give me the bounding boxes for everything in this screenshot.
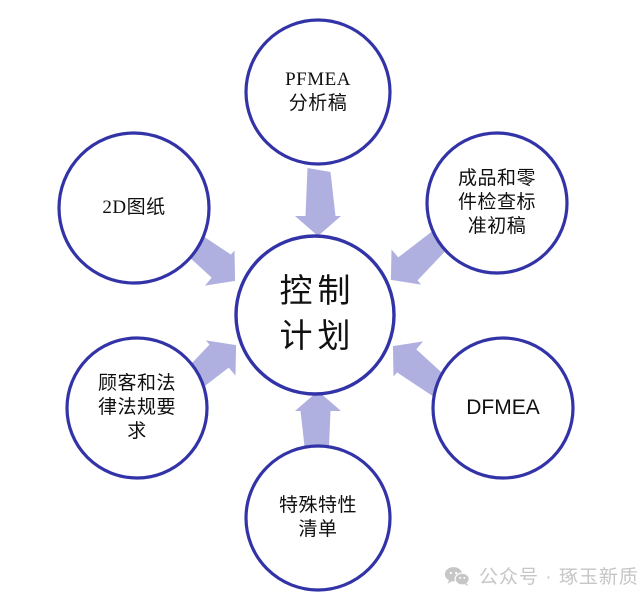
watermark-text: 公众号 · 琢玉新质 — [479, 567, 638, 588]
pfmea-node-circle[interactable] — [244, 18, 392, 166]
center-node-circle[interactable] — [234, 234, 396, 396]
drawing-2d-node-circle[interactable] — [57, 131, 211, 285]
dfmea-node-circle[interactable] — [431, 336, 575, 480]
arrow-from-inspection-standard-to-center — [390, 228, 449, 285]
arrow-from-special-characteristics-to-center — [295, 391, 341, 459]
special-characteristics-node-circle[interactable] — [244, 444, 392, 592]
arrow-from-pfmea-to-center — [295, 168, 341, 236]
watermark: 公众号 · 琢玉新质 — [444, 562, 638, 589]
inspection-standard-node-circle[interactable] — [425, 131, 569, 275]
customer-legal-node-circle[interactable] — [65, 336, 209, 480]
wechat-icon — [444, 565, 470, 587]
circles-layer — [57, 18, 575, 592]
